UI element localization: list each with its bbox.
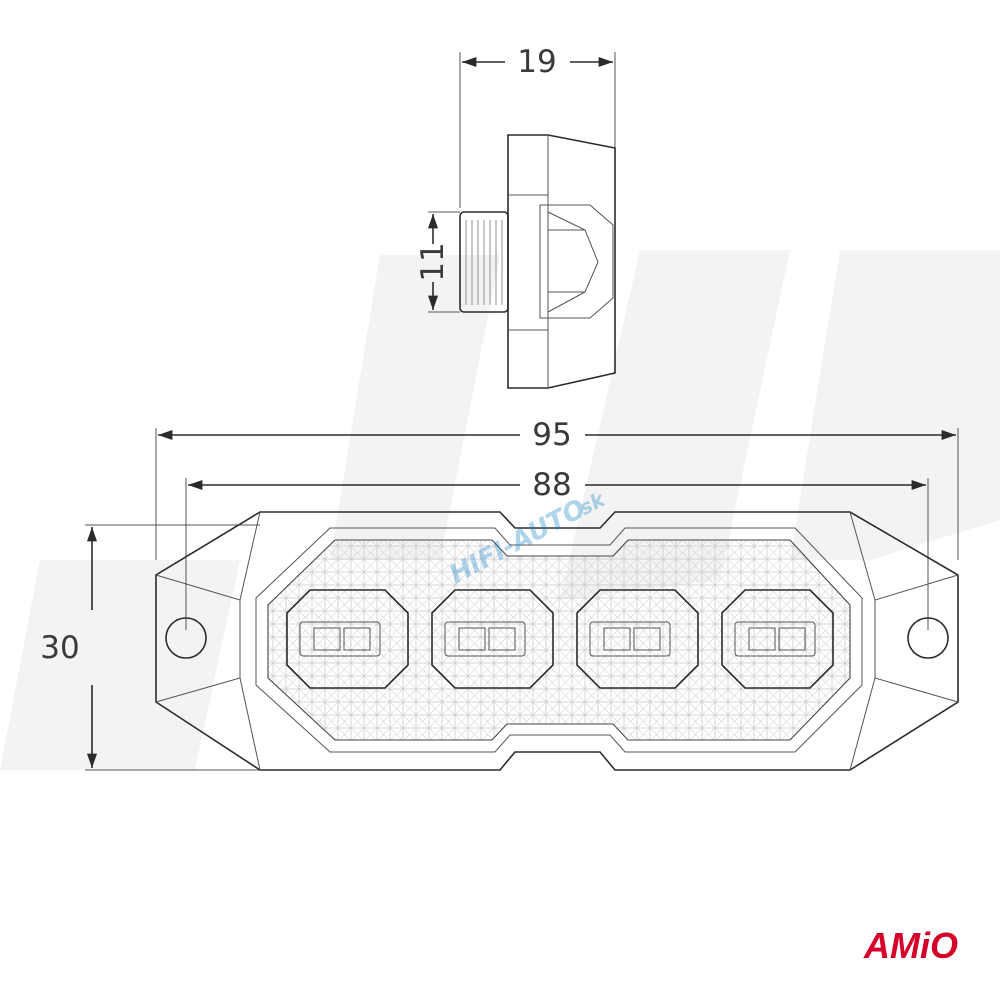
led-module-2 [431,589,554,689]
dimension-height: 30 [40,630,79,666]
dimension-hole-spacing: 88 [532,467,571,503]
amio-logo: AMiO [863,925,958,966]
dimension-depth: 19 [517,44,556,80]
mounting-hole-left [165,617,207,659]
led-module-3 [576,589,699,689]
led-module-4 [721,589,834,689]
lens-hatch [267,539,851,741]
mounting-hole-right [907,617,949,659]
dimension-nut-height: 11 [415,242,451,281]
led-module-1 [286,589,409,689]
front-view: 95 88 30 [40,417,959,771]
dimension-overall-width: 95 [532,417,571,453]
side-view: 19 11 [415,44,616,389]
svg-text:AMiO: AMiO [863,925,958,966]
